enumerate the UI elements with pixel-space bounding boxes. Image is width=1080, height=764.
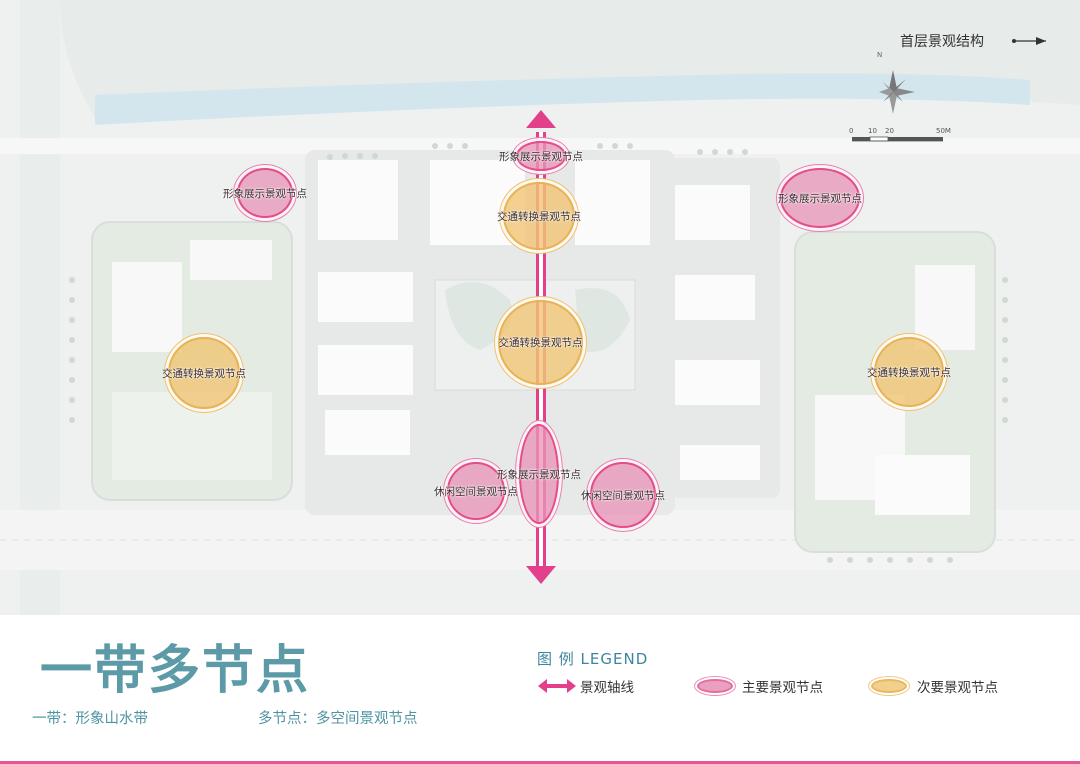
page-title: 一带多节点 <box>40 641 311 701</box>
scale-label-10: 10 <box>868 127 877 135</box>
node-label: 休闲空间景观节点 <box>434 485 518 498</box>
node-label: 交通转换景观节点 <box>497 210 581 223</box>
compass-icon <box>879 70 915 114</box>
landscape-node-south-east-leisure: 休闲空间景观节点 <box>581 462 665 528</box>
node-label: 形象展示景观节点 <box>497 468 581 481</box>
landscape-node-west-transit: 交通转换景观节点 <box>162 337 246 409</box>
scale-label-0: 0 <box>849 127 854 135</box>
node-label: 形象展示景观节点 <box>778 192 862 205</box>
double-arrow-icon <box>538 679 576 693</box>
landscape-node-south-axis: 形象展示景观节点 <box>497 424 581 524</box>
primary-node-swatch <box>697 679 733 693</box>
scale-label-50m: 50M <box>936 127 951 135</box>
map-title: 首层景观结构 <box>900 34 984 50</box>
scale-label-20: 20 <box>885 127 894 135</box>
node-label: 休闲空间景观节点 <box>581 489 665 502</box>
landscape-node-north-transit: 交通转换景观节点 <box>497 182 581 250</box>
description-nodes: 多节点：多空间景观节点 <box>258 711 418 727</box>
landscape-node-northeast: 形象展示景观节点 <box>778 168 862 228</box>
node-label: 交通转换景观节点 <box>498 337 583 349</box>
landscape-node-northwest: 形象展示景观节点 <box>223 168 307 218</box>
secondary-node-swatch <box>871 679 907 693</box>
legend-title: 图 例 LEGEND <box>537 650 649 668</box>
node-label: 形象展示景观节点 <box>223 187 307 200</box>
legend-primary-label: 主要景观节点 <box>742 680 823 696</box>
legend-secondary-label: 次要景观节点 <box>917 680 998 696</box>
bottom-accent-line <box>0 761 1080 764</box>
landscape-node-top-axis: 形象展示景观节点 <box>499 141 583 171</box>
north-arrow-icon <box>1012 37 1046 45</box>
description-band: 一带：形象山水带 <box>32 711 148 727</box>
site-plan-map: 首层景观结构 N 0 10 20 50M 形象展示景观节点 形象展示景观节点 形… <box>0 0 1080 615</box>
node-label: 交通转换景观节点 <box>162 367 246 380</box>
legend-axis-label: 景观轴线 <box>580 680 634 696</box>
landscape-node-south-west-leisure: 休闲空间景观节点 <box>434 462 518 520</box>
north-label: N <box>877 51 883 59</box>
scale-bar <box>852 136 943 142</box>
landscape-node-central-transit: 交通转换景观节点 <box>498 300 583 385</box>
node-label: 形象展示景观节点 <box>499 150 583 163</box>
node-label: 交通转换景观节点 <box>867 366 951 379</box>
landscape-node-east-transit: 交通转换景观节点 <box>867 337 951 407</box>
